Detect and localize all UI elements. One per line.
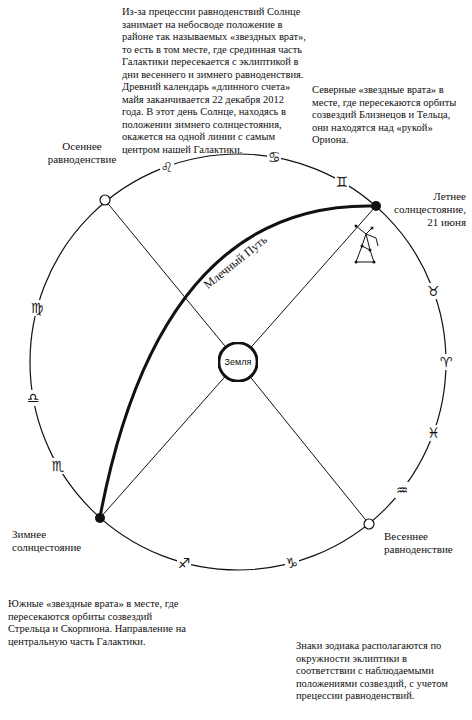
point-label: Весеннее равноденствие xyxy=(384,530,468,556)
point-label: Зимнее солнцестояние xyxy=(12,528,100,554)
earth-circle: Земля xyxy=(218,342,258,382)
zodiac-sign: ♑ xyxy=(285,555,300,571)
intro-note: Из-за прецессии равноденствий Солнце зан… xyxy=(122,6,308,156)
zodiac-sign: ♈ xyxy=(439,354,454,370)
orion-stars xyxy=(355,225,376,264)
zodiac-sign: ♎ xyxy=(26,390,41,406)
zodiac-sign: ♍ xyxy=(30,300,45,316)
zodiac-sign: ♋ xyxy=(267,149,282,165)
zodiac-sign: ♌ xyxy=(160,159,175,175)
star xyxy=(355,261,358,264)
orion-arm xyxy=(356,226,372,234)
solstice-point xyxy=(371,201,381,211)
zodiac-note: Знаки зодиака располагаются по окружност… xyxy=(296,640,464,703)
zodiac-sign: ♐ xyxy=(177,555,192,571)
solstice-line xyxy=(100,377,225,518)
star xyxy=(369,249,372,252)
band-label: Млечный Путь xyxy=(202,233,270,291)
point-label: Осеннее равноденствие xyxy=(36,140,128,166)
orion-legs xyxy=(356,246,374,262)
orion-shield xyxy=(366,234,378,246)
zodiac-sign: ♒ xyxy=(395,482,410,498)
zodiac-sign: ♊ xyxy=(335,174,350,190)
north-gate-note: Северные «звездные врата» в месте, где п… xyxy=(312,84,466,147)
earth-outline-circle xyxy=(219,343,257,381)
orion-body xyxy=(362,234,370,250)
equinox-line xyxy=(251,378,369,525)
south-gate-note: Южные «звездные врата» в месте, где пере… xyxy=(8,598,186,648)
equinox-point xyxy=(364,519,374,529)
star xyxy=(361,245,364,248)
milky-way-band xyxy=(100,206,376,517)
solstice-point xyxy=(95,513,105,523)
zodiac-sign: ♉ xyxy=(426,283,441,299)
star xyxy=(371,227,374,230)
equinox-point xyxy=(100,195,110,205)
star xyxy=(355,225,358,228)
ecliptic-circle xyxy=(30,154,446,570)
planet-name: Земля xyxy=(218,342,258,367)
star xyxy=(373,261,376,264)
point-label: Летнее солнцестояние, 21 июня xyxy=(386,190,466,229)
orion-figure xyxy=(356,226,378,262)
zodiac-sign: ♓ xyxy=(426,425,441,441)
zodiac-sign: ♏ xyxy=(51,458,66,474)
